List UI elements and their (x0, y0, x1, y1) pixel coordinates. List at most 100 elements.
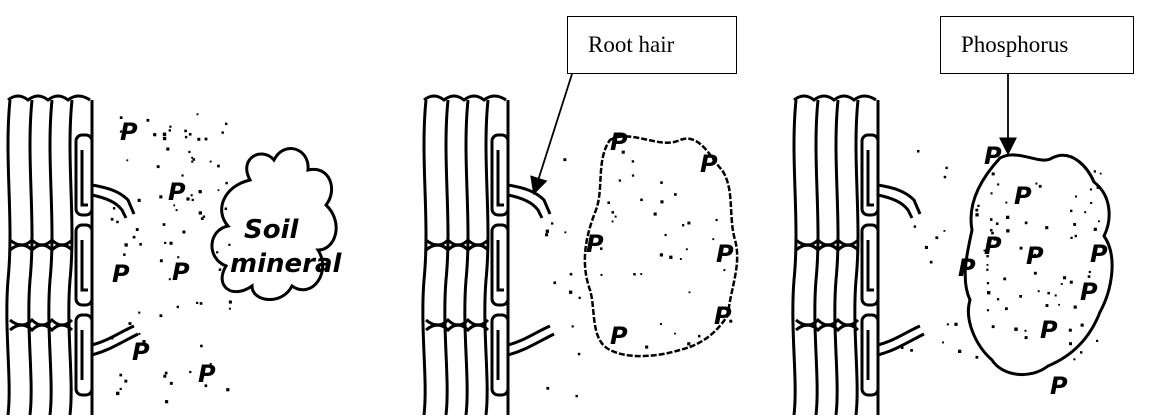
particle-dot (120, 388, 122, 390)
p-symbol: P (610, 322, 628, 350)
particle-dot (1070, 210, 1072, 212)
particle-dot (199, 190, 202, 193)
particle-dot (199, 211, 202, 214)
particle-dot (1075, 196, 1077, 198)
root-cells-1 (7, 96, 92, 415)
particle-dot (944, 230, 946, 232)
particle-dot (607, 201, 610, 204)
particle-dot (723, 269, 725, 271)
particle-dot (543, 181, 545, 183)
panel-1: Soil mineral (7, 96, 343, 415)
particle-dot (129, 322, 132, 325)
particle-dot (1094, 228, 1097, 231)
particle-dot (546, 387, 549, 390)
particle-dot (578, 353, 581, 356)
particle-dot (1100, 173, 1102, 175)
particle-dot (716, 219, 718, 221)
p-symbol: P (958, 254, 976, 282)
particle-dot (935, 236, 938, 239)
particle-dot (1070, 281, 1073, 284)
particle-dot (997, 183, 999, 185)
particle-dot (169, 129, 171, 131)
p-symbol: P (610, 128, 628, 156)
particle-dot (619, 179, 621, 181)
root-hairs-2 (508, 185, 554, 355)
particle-dot (944, 176, 947, 179)
particle-dot (218, 189, 220, 191)
particle-dot (977, 205, 979, 207)
particle-dot (229, 301, 232, 304)
particle-dot (191, 194, 193, 196)
particle-dot (992, 325, 995, 328)
p-symbol: P (1040, 316, 1058, 344)
phosphorus-callout: Phosphorus (940, 16, 1134, 74)
particle-dot (136, 228, 139, 231)
particle-dot (601, 274, 603, 276)
particle-dot (160, 314, 163, 317)
particle-dot (124, 380, 127, 383)
particle-dot (170, 242, 173, 245)
particle-dot (111, 337, 114, 340)
particle-dot (186, 197, 189, 200)
particle-dot (1063, 356, 1065, 358)
p-symbol: P (172, 258, 190, 286)
particle-dot (992, 172, 995, 175)
particle-dot (910, 349, 913, 352)
particle-dot (226, 388, 229, 391)
particle-dot (153, 133, 156, 136)
particle-dot (1046, 304, 1049, 307)
particle-dot (1089, 271, 1091, 273)
p-symbol: P (120, 118, 138, 146)
particle-dot (188, 151, 190, 153)
particle-dot (546, 230, 549, 233)
particle-dot (901, 347, 904, 350)
particle-dot (551, 222, 553, 224)
particle-dot (975, 213, 978, 216)
particle-dot (686, 248, 688, 250)
p-symbol: P (1090, 240, 1108, 268)
particle-dot (139, 243, 142, 246)
particle-dot (1080, 351, 1082, 353)
particle-dot (914, 225, 916, 227)
particle-dot (125, 243, 128, 246)
particle-dot (1090, 188, 1092, 190)
particle-dot (185, 136, 187, 138)
mineral-label-line1: Soil (244, 215, 300, 245)
particle-dot (1090, 202, 1092, 204)
particle-dot (942, 342, 944, 344)
particle-dot (1047, 292, 1050, 295)
mineral-label-line2: mineral (230, 249, 343, 279)
particle-dot (163, 375, 166, 378)
particle-dot (615, 216, 617, 218)
particle-dot (1014, 328, 1017, 331)
particle-dot (1055, 294, 1057, 296)
particle-dot (229, 308, 231, 310)
particle-dot (632, 160, 634, 162)
particle-dot (1025, 336, 1028, 339)
particle-dot (1038, 290, 1040, 292)
particle-dot (660, 181, 663, 184)
particle-dot (191, 161, 193, 163)
particle-dot (976, 356, 979, 359)
particle-dot (576, 395, 578, 397)
particle-dot (165, 372, 168, 375)
p-symbol: P (1080, 278, 1098, 306)
particle-dot (572, 325, 574, 327)
particle-dot (996, 222, 999, 225)
root-cells-2 (423, 96, 508, 415)
p-symbol: P (984, 142, 1002, 170)
particle-dot (177, 306, 179, 308)
particle-dot (225, 182, 227, 184)
particle-dot (196, 302, 198, 304)
particle-dot (225, 123, 227, 125)
particle-dot (200, 302, 203, 305)
particle-dot (1096, 340, 1098, 342)
particle-dot (217, 165, 220, 168)
root-hair-label: Root hair (588, 32, 674, 58)
root-cells-3 (793, 96, 878, 415)
particle-dot (216, 251, 218, 253)
particle-dot (1069, 342, 1072, 345)
particle-dot (1073, 223, 1076, 226)
particle-dot (1073, 358, 1075, 360)
particle-dot (682, 224, 684, 226)
